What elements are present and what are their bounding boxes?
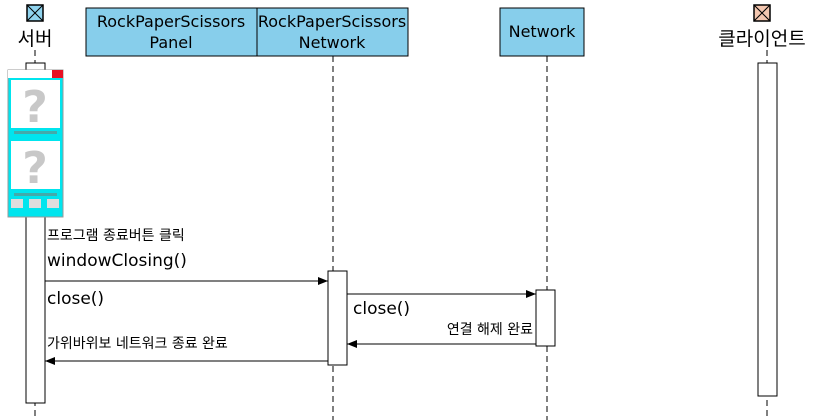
message-label: 연결 해제 완료 [447, 322, 533, 338]
message-close: close() [347, 290, 536, 319]
participant-rpsnet: RockPaperScissors Network [256, 7, 409, 57]
server-label: 서버 [18, 28, 53, 50]
message-label: 가위바위보 네트워크 종료 완료 [47, 336, 228, 352]
network-label: Network [509, 22, 577, 41]
message-window-closing: 프로그램 종료버튼 클릭 windowClosing() close() [45, 228, 328, 309]
app-window-thumbnail: ? ? [7, 69, 64, 218]
rpsnet-label-line2: Network [299, 33, 367, 52]
panel-label-line2: Panel [149, 33, 192, 52]
participant-server: 서버 [18, 4, 53, 50]
participant-client: 클라이언트 [718, 4, 806, 50]
panel-label-line1: RockPaperScissors [97, 12, 245, 31]
participant-network: Network [499, 7, 585, 57]
activation-server [25, 209, 46, 404]
message-label: windowClosing() [47, 251, 187, 271]
participant-panel: RockPaperScissors Panel [85, 7, 258, 57]
activation-rpsnet [327, 270, 348, 366]
activation-network [535, 289, 556, 347]
question-mark-icon: ? [22, 82, 48, 133]
message-disconnect-done: 연결 해제 완료 [347, 322, 536, 348]
message-label: close() [47, 289, 104, 309]
client-label: 클라이언트 [718, 28, 805, 50]
rpsnet-label-line1: RockPaperScissors [258, 12, 406, 31]
message-label: 프로그램 종료버튼 클릭 [47, 228, 185, 244]
message-network-closed: 가위바위보 네트워크 종료 완료 [45, 336, 328, 365]
activation-client [757, 62, 778, 397]
question-mark-icon: ? [22, 143, 48, 194]
message-label: close() [353, 299, 410, 319]
